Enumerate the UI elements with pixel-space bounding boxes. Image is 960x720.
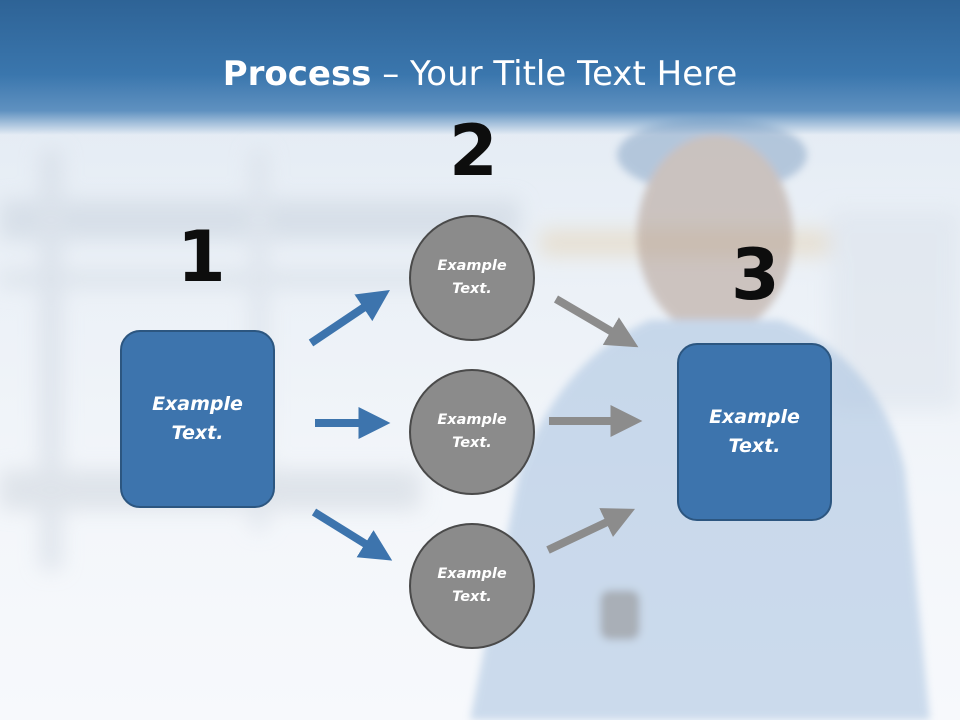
step-number-3: 3 <box>731 234 780 316</box>
title-bold: Process <box>222 54 372 94</box>
arrow-from-circle-3 <box>546 508 636 554</box>
target-box: Example Text. <box>677 343 832 521</box>
circle-3-label: Example Text. <box>437 566 507 605</box>
step-number-1: 1 <box>177 216 226 298</box>
arrow-to-circle-1 <box>308 289 390 347</box>
source-box-label: Example Text. <box>152 393 243 444</box>
arrow-to-circle-3 <box>311 508 393 561</box>
circle-2: Example Text. <box>409 369 535 495</box>
title-bar <box>0 0 960 135</box>
target-box-label: Example Text. <box>709 406 800 457</box>
step-number-2: 2 <box>449 110 498 192</box>
arrow-from-circle-1 <box>553 295 639 348</box>
circle-1: Example Text. <box>409 215 535 341</box>
circle-1-label: Example Text. <box>437 258 507 297</box>
source-box: Example Text. <box>120 330 275 508</box>
title-rest: – Your Title Text Here <box>371 54 738 94</box>
circle-2-label: Example Text. <box>437 412 507 451</box>
circle-3: Example Text. <box>409 523 535 649</box>
slide-title: Process – Your Title Text Here <box>0 52 960 96</box>
